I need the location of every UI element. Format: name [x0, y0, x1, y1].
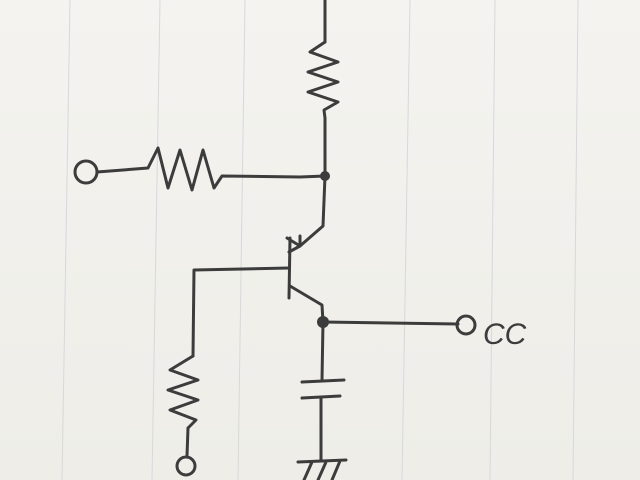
base-resistor-lead — [185, 426, 190, 458]
output-terminal-circle — [455, 314, 477, 336]
bottom-left-terminal — [175, 455, 197, 477]
capacitor-lead-top — [320, 320, 325, 382]
notebook-ruling — [61, 0, 579, 480]
wire-to-transistor — [298, 174, 327, 248]
transistor-emitter-arrow — [285, 234, 302, 254]
collector-resistor — [306, 40, 340, 120]
input-resistor — [95, 146, 327, 192]
input-terminal-left — [73, 159, 99, 185]
output-wire — [321, 320, 460, 326]
transistor-lower-lead — [288, 284, 325, 324]
base-wire — [191, 266, 291, 358]
base-resistor — [166, 354, 200, 430]
ground-symbol — [296, 458, 348, 480]
capacitor-plate-top — [300, 378, 346, 384]
output-terminal-label: CC — [483, 318, 527, 351]
